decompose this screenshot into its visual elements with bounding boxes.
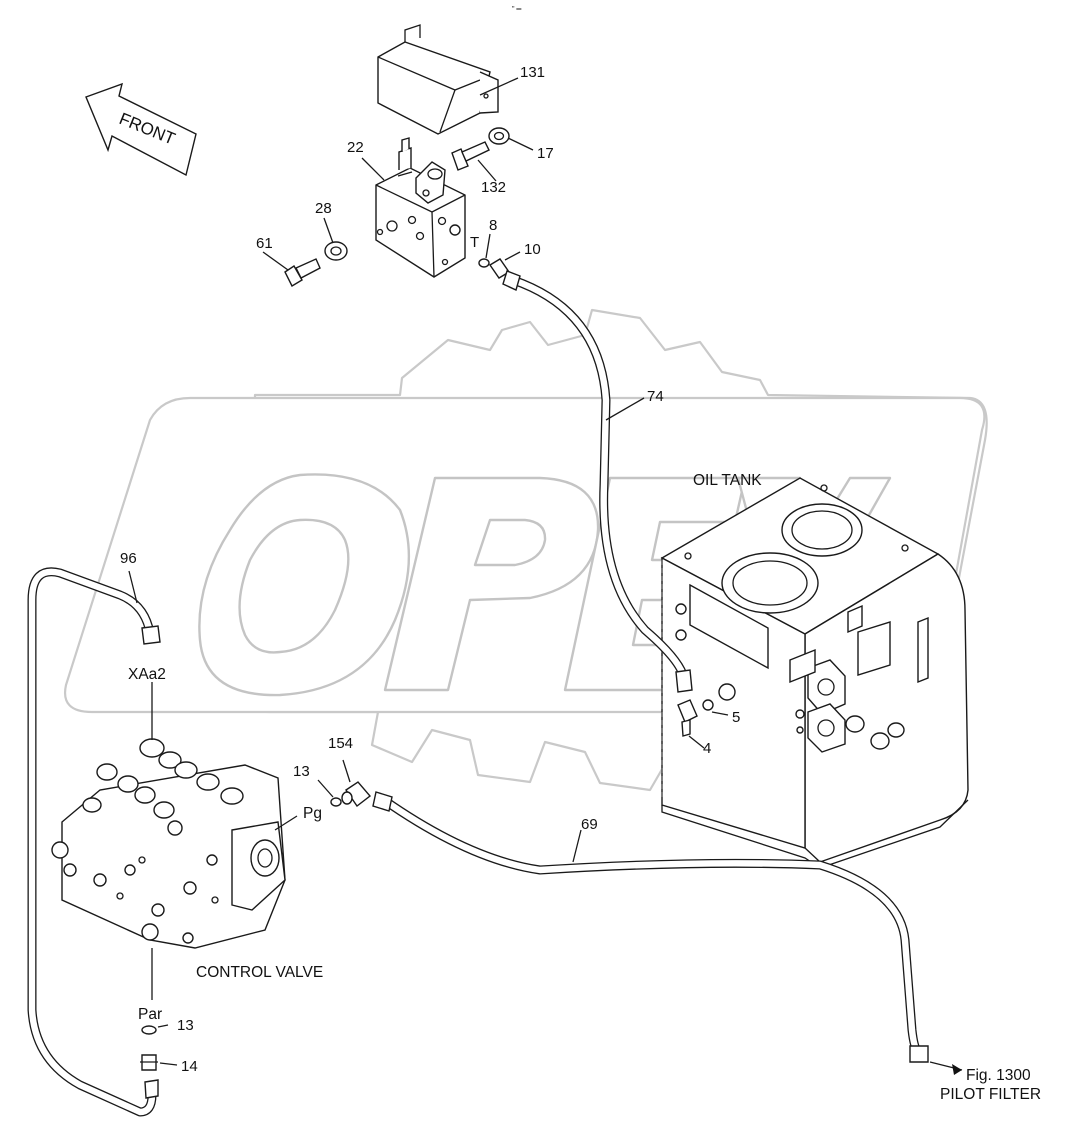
hose-74	[502, 270, 693, 693]
port-t-label: T	[470, 234, 479, 251]
solenoid-box	[377, 24, 499, 135]
callout-69: 69	[581, 816, 598, 833]
callout-28: 28	[315, 200, 332, 217]
hose-69	[372, 791, 929, 1063]
elbow-154	[341, 781, 372, 808]
callout-8: 8	[489, 217, 497, 234]
callout-61: 61	[256, 235, 273, 252]
callout-131: 131	[520, 64, 545, 81]
header-mark: " ═	[512, 6, 521, 13]
callout-14: 14	[181, 1058, 198, 1075]
port-pg-label: Pg	[303, 805, 322, 822]
callout-10: 10	[524, 241, 541, 258]
washer-28	[324, 241, 348, 261]
oring-13-pg	[330, 797, 342, 807]
reference-figure: Fig. 1300	[966, 1067, 1031, 1084]
oring-8	[478, 258, 490, 268]
front-arrow: FRONT	[85, 82, 197, 177]
oring-13-par	[141, 1025, 157, 1035]
callout-13-pg: 13	[293, 763, 310, 780]
oil-tank	[660, 477, 969, 869]
callout-13-par: 13	[177, 1017, 194, 1034]
callout-4: 4	[703, 740, 711, 757]
callout-154: 154	[328, 735, 353, 752]
callout-74: 74	[647, 388, 664, 405]
callout-5: 5	[732, 709, 740, 726]
adapter-5	[702, 683, 736, 711]
port-xaa2-label: XAa2	[128, 666, 166, 683]
washer-17	[488, 127, 510, 145]
callout-96: 96	[120, 550, 137, 567]
control-valve-label: CONTROL VALVE	[196, 964, 323, 981]
callout-22: 22	[347, 139, 364, 156]
bolt-61	[284, 258, 321, 287]
tee-fitting-4	[677, 699, 698, 737]
solenoid-valve-22	[375, 137, 466, 278]
port-par-label: Par	[138, 1006, 162, 1023]
reference-name: PILOT FILTER	[940, 1086, 1041, 1103]
callout-17: 17	[537, 145, 554, 162]
callouts: 131 17 22 132 28 8 10 61 T 74 OIL TANK 9…	[120, 64, 1041, 1103]
hose-96	[27, 567, 161, 1117]
callout-132: 132	[481, 179, 506, 196]
control-valve	[51, 738, 286, 949]
leader-lines	[128, 77, 963, 1075]
watermark-letter-o	[198, 473, 411, 697]
oil-tank-label: OIL TANK	[693, 472, 762, 489]
bolt-132	[451, 141, 490, 171]
fitting-14	[140, 1054, 158, 1071]
